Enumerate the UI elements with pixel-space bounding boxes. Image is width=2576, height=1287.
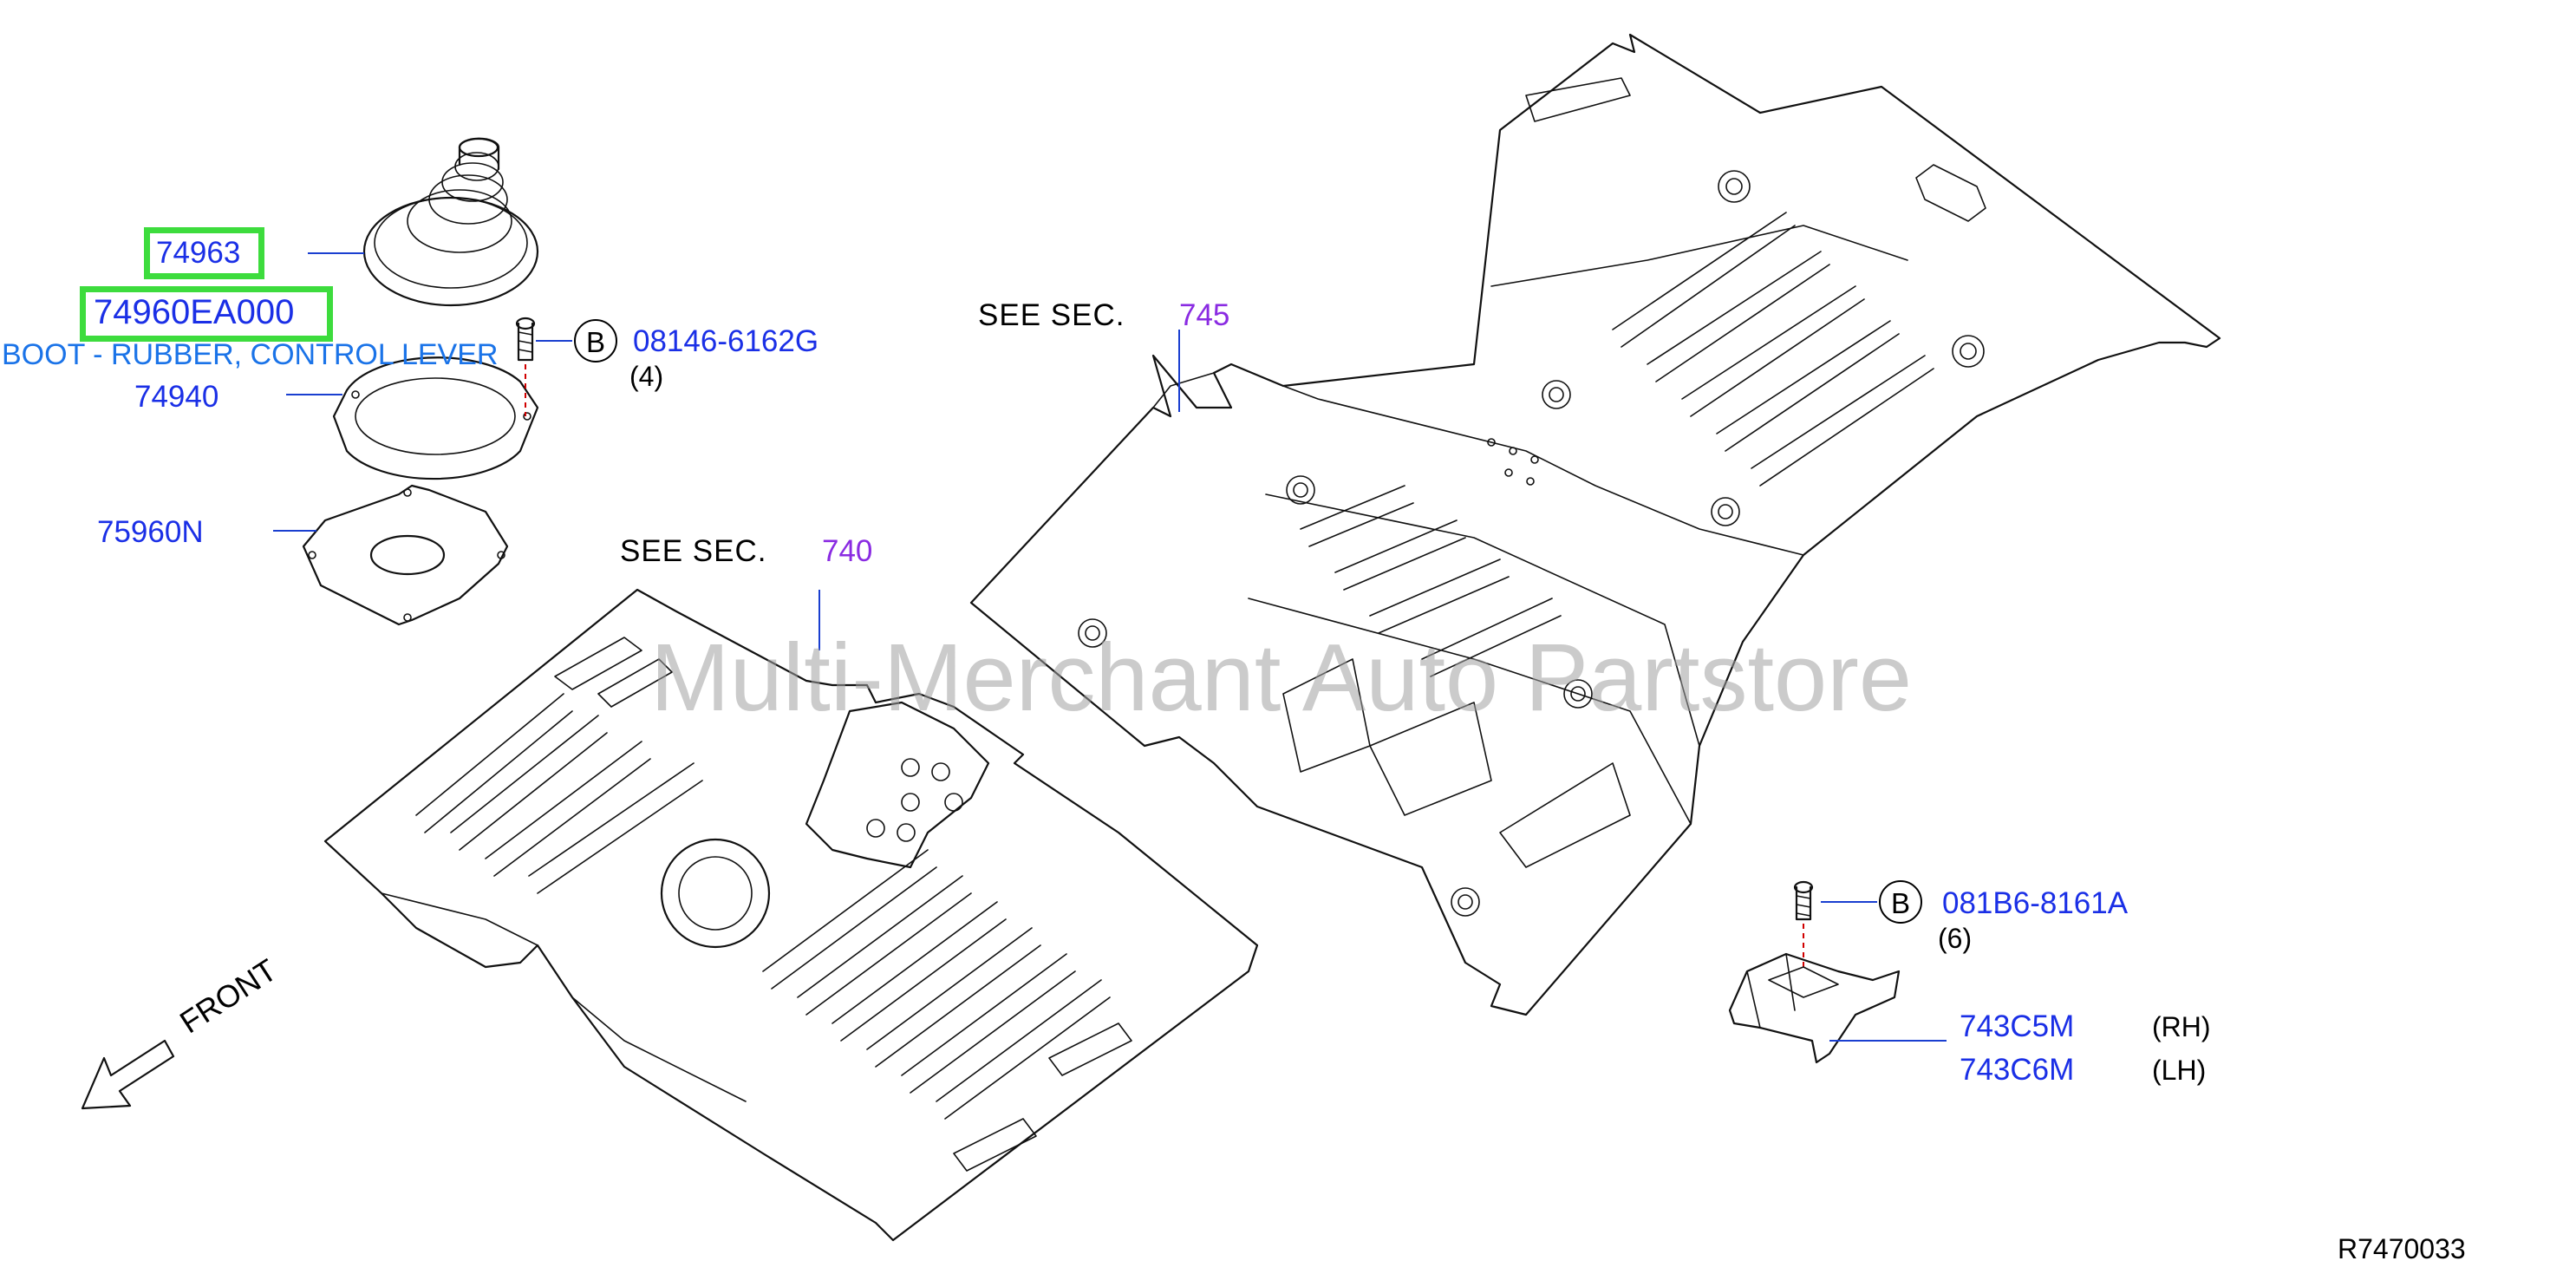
part-number-08146-6162G[interactable]: 08146-6162G	[633, 324, 819, 358]
highlight-box-74963	[144, 227, 264, 279]
see-sec-745-label: SEE SEC.	[978, 298, 1125, 332]
part-number-743C6M[interactable]: 743C6M	[1960, 1053, 2075, 1087]
part-number-081B6-8161A[interactable]: 081B6-8161A	[1942, 886, 2129, 920]
diagram-code: R7470033	[2338, 1233, 2466, 1264]
part-description: BOOT - RUBBER, CONTROL LEVER	[2, 338, 499, 371]
part-number-743C5M[interactable]: 743C5M	[1960, 1009, 2075, 1043]
bolt-bottom	[1793, 880, 1814, 921]
bracket-rh-side: (RH)	[2152, 1011, 2211, 1042]
bracket-lh-side: (LH)	[2152, 1055, 2207, 1086]
bracket	[1728, 952, 1901, 1064]
bolt-top	[515, 317, 536, 362]
bolt-symbol-bottom: B	[1879, 880, 1922, 924]
section-ref-740[interactable]: 740	[822, 534, 873, 568]
front-arrow-icon	[81, 1039, 175, 1110]
leader-lines	[273, 252, 1947, 1042]
see-sec-740-label: SEE SEC.	[620, 534, 767, 568]
part-number-74963[interactable]: 74963	[156, 236, 241, 270]
bolt-top-qty: (4)	[629, 361, 664, 392]
watermark: Multi-Merchant Auto Partstore	[650, 624, 1913, 731]
rear-floor-panel	[969, 33, 2221, 1016]
floor-plate	[302, 484, 509, 626]
highlight-box-74960EA000	[80, 286, 333, 342]
front-floor-panel	[323, 588, 1259, 1242]
retainer-ring	[332, 356, 539, 480]
part-number-74940[interactable]: 74940	[134, 380, 219, 414]
bolt-bottom-qty: (6)	[1938, 923, 1973, 954]
section-ref-745[interactable]: 745	[1179, 298, 1230, 332]
bolt-symbol-top: B	[574, 319, 617, 363]
part-number-75960N[interactable]: 75960N	[97, 515, 204, 549]
part-number-74960EA000[interactable]: 74960EA000	[94, 293, 295, 331]
control-lever-boot	[362, 137, 539, 307]
